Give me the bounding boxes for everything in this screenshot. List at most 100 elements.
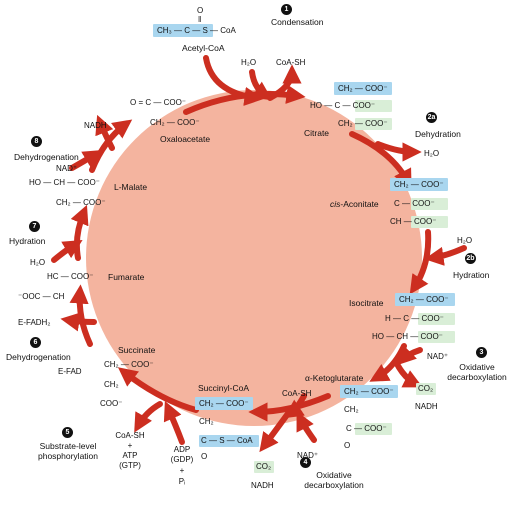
co2-step3: CO₂ <box>418 384 434 393</box>
step-label-4: Oxidative decarboxylation <box>304 470 364 490</box>
step-badge-6: 6 <box>30 337 41 348</box>
isocitrate-highlight-top <box>395 293 455 306</box>
arrow-coash-5-release <box>134 401 163 433</box>
arrow-fumarate-to-malate <box>70 204 89 261</box>
nad-step3: NAD⁺ <box>427 352 449 361</box>
succinate-line-1: CH₂ — COO⁻ <box>104 360 154 369</box>
step-label-6: Dehydrogenation <box>6 352 71 362</box>
succinylcoa-line-2: CH₂ <box>199 417 214 426</box>
plus-step5: + <box>127 441 133 450</box>
l-malate-line-2: CH₂ — COO⁻ <box>56 198 106 207</box>
step-label-7: Hydration <box>9 236 46 246</box>
step-badge-7: 7 <box>29 221 40 232</box>
water-step2b: H₂O <box>457 236 473 245</box>
arrow-h2o-1-in <box>249 69 273 101</box>
pi-step5: Pᵢ <box>178 477 186 486</box>
plus-step5b: + <box>179 466 185 475</box>
citrate-line-3: CH₂ — COO⁻ <box>338 119 388 128</box>
efadh2-step6: E-FADH₂ <box>18 318 51 327</box>
oxaloacetate-line-2: CH₂ — COO⁻ <box>150 118 200 127</box>
alpha-ketoglutarate-highlight-bottom <box>355 423 392 435</box>
arrow-nad-4-in <box>296 411 317 443</box>
alpha-ketoglutarate-name-rest: -Ketoglutarate <box>309 373 364 383</box>
oxaloacetate-line-1: O = C — COO⁻ <box>130 98 187 107</box>
gtp-step5: (GTP) <box>119 461 141 470</box>
acetylcoa-formula: CH₃ — C — S — CoA <box>157 26 236 35</box>
citrate-line-1: CH₂ — COO⁻ <box>338 84 388 93</box>
cis-aconitate-name: cis-Aconitate <box>330 199 379 209</box>
step-badge-5: 5 <box>62 427 73 438</box>
arrow-efadh2-release <box>60 312 97 332</box>
arrow-citrate-to-cis-aconitate <box>349 131 412 189</box>
succinate-line-2: CH₂ <box>104 380 119 389</box>
fumarate-line-2: ⁻OOC — CH <box>18 292 65 301</box>
step-label-3: Oxidative decarboxylation <box>447 362 507 382</box>
alpha-ketoglutarate-line-1: CH₂ — COO⁻ <box>344 387 394 396</box>
arrow-nadh-8-release <box>95 114 115 151</box>
co2-step3-highlight <box>416 383 436 395</box>
arrow-nad-8-in <box>69 150 103 171</box>
cis-aconitate-name-rest: -Aconitate <box>340 199 379 209</box>
step-label-1: Condensation <box>271 17 324 27</box>
cis-aconitate-line-1: CH₂ — COO⁻ <box>394 180 444 189</box>
step-label-2a: Dehydration <box>415 129 461 139</box>
water-step1: H₂O <box>241 58 257 67</box>
cis-aconitate-line-3: CH — COO⁻ <box>390 217 437 226</box>
nadh-step8: NADH <box>84 121 107 130</box>
acetylcoa-oxygen: O <box>197 6 204 15</box>
arrow-adp-5-in <box>163 400 185 445</box>
co2-step4: CO₂ <box>256 462 272 471</box>
cis-aconitate-line-2: C — COO⁻ <box>394 199 435 208</box>
acetylcoa-highlight <box>153 24 213 37</box>
cis-prefix: cis <box>330 199 341 209</box>
coa-sh-step5: CoA-SH <box>115 431 145 440</box>
step-badge-8: 8 <box>31 136 42 147</box>
alpha-prefix: α <box>305 373 310 383</box>
isocitrate-line-1: CH₂ — COO⁻ <box>399 295 449 304</box>
succinylcoa-line-3: C — S — CoA <box>201 436 253 445</box>
citrate-highlight-mid <box>355 100 392 112</box>
cycle-disc <box>86 90 422 426</box>
succinate-name: Succinate <box>118 345 156 355</box>
citrate-name: Citrate <box>304 128 330 138</box>
citrate-line-2: HO — C — COO⁻ <box>310 101 376 110</box>
adp-step5: ADP <box>173 445 191 454</box>
fumarate-line-1: HC — COO⁻ <box>47 272 94 281</box>
succinylcoa-line-1: CH₂ — COO⁻ <box>199 399 249 408</box>
isocitrate-line-3: HO — CH — COO⁻ <box>372 332 443 341</box>
acetylcoa-name: Acetyl-CoA <box>182 43 225 53</box>
arrow-succinylcoa-to-succinate <box>117 367 199 413</box>
succinylcoa-name: Succinyl-CoA <box>198 383 250 393</box>
alpha-ketoglutarate-line-4: O <box>344 441 351 450</box>
step-label-5: Substrate-level phosphorylation <box>37 441 98 461</box>
alpha-ketoglutarate-line-3: C — COO⁻ <box>346 424 387 433</box>
step-badge-1: 1 <box>281 4 292 15</box>
water-step2a: H₂O <box>424 149 440 158</box>
cis-aconitate-highlight-mid <box>411 198 448 210</box>
isocitrate-name: Isocitrate <box>349 298 384 308</box>
step-badge-4: 4 <box>300 457 311 468</box>
alpha-ketoglutarate-line-2: CH₂ <box>344 405 359 414</box>
alpha-ketoglutarate-name: α-Ketoglutarate <box>305 373 363 383</box>
cis-aconitate-highlight-bottom <box>411 216 448 228</box>
step-label-8: Dehydrogenation <box>14 152 79 162</box>
arrow-nad-3-in <box>396 345 423 366</box>
coa-sh-step1: CoA-SH <box>276 58 306 67</box>
coa-sh-step4: CoA-SH <box>282 389 312 398</box>
oxaloacetate-name: Oxaloacetate <box>160 134 211 144</box>
atp-step5: ATP <box>122 451 138 460</box>
succinate-line-3: COO⁻ <box>100 399 123 408</box>
succinylcoa-highlight-bottom <box>199 435 259 447</box>
nad-step8: NAD⁺ <box>56 164 78 173</box>
efad-step6: E-FAD <box>58 367 82 376</box>
alpha-ketoglutarate-highlight-top <box>340 385 398 398</box>
succinylcoa-line-4: O <box>201 452 208 461</box>
isocitrate-line-2: H — C — COO⁻ <box>385 314 444 323</box>
citrate-highlight-bottom <box>355 118 392 130</box>
succinylcoa-highlight-top <box>195 397 253 410</box>
arrow-acetylcoa-into-cycle <box>203 55 264 106</box>
arrow-h2o-7-in <box>51 240 83 263</box>
nadh-step3: NADH <box>415 402 438 411</box>
